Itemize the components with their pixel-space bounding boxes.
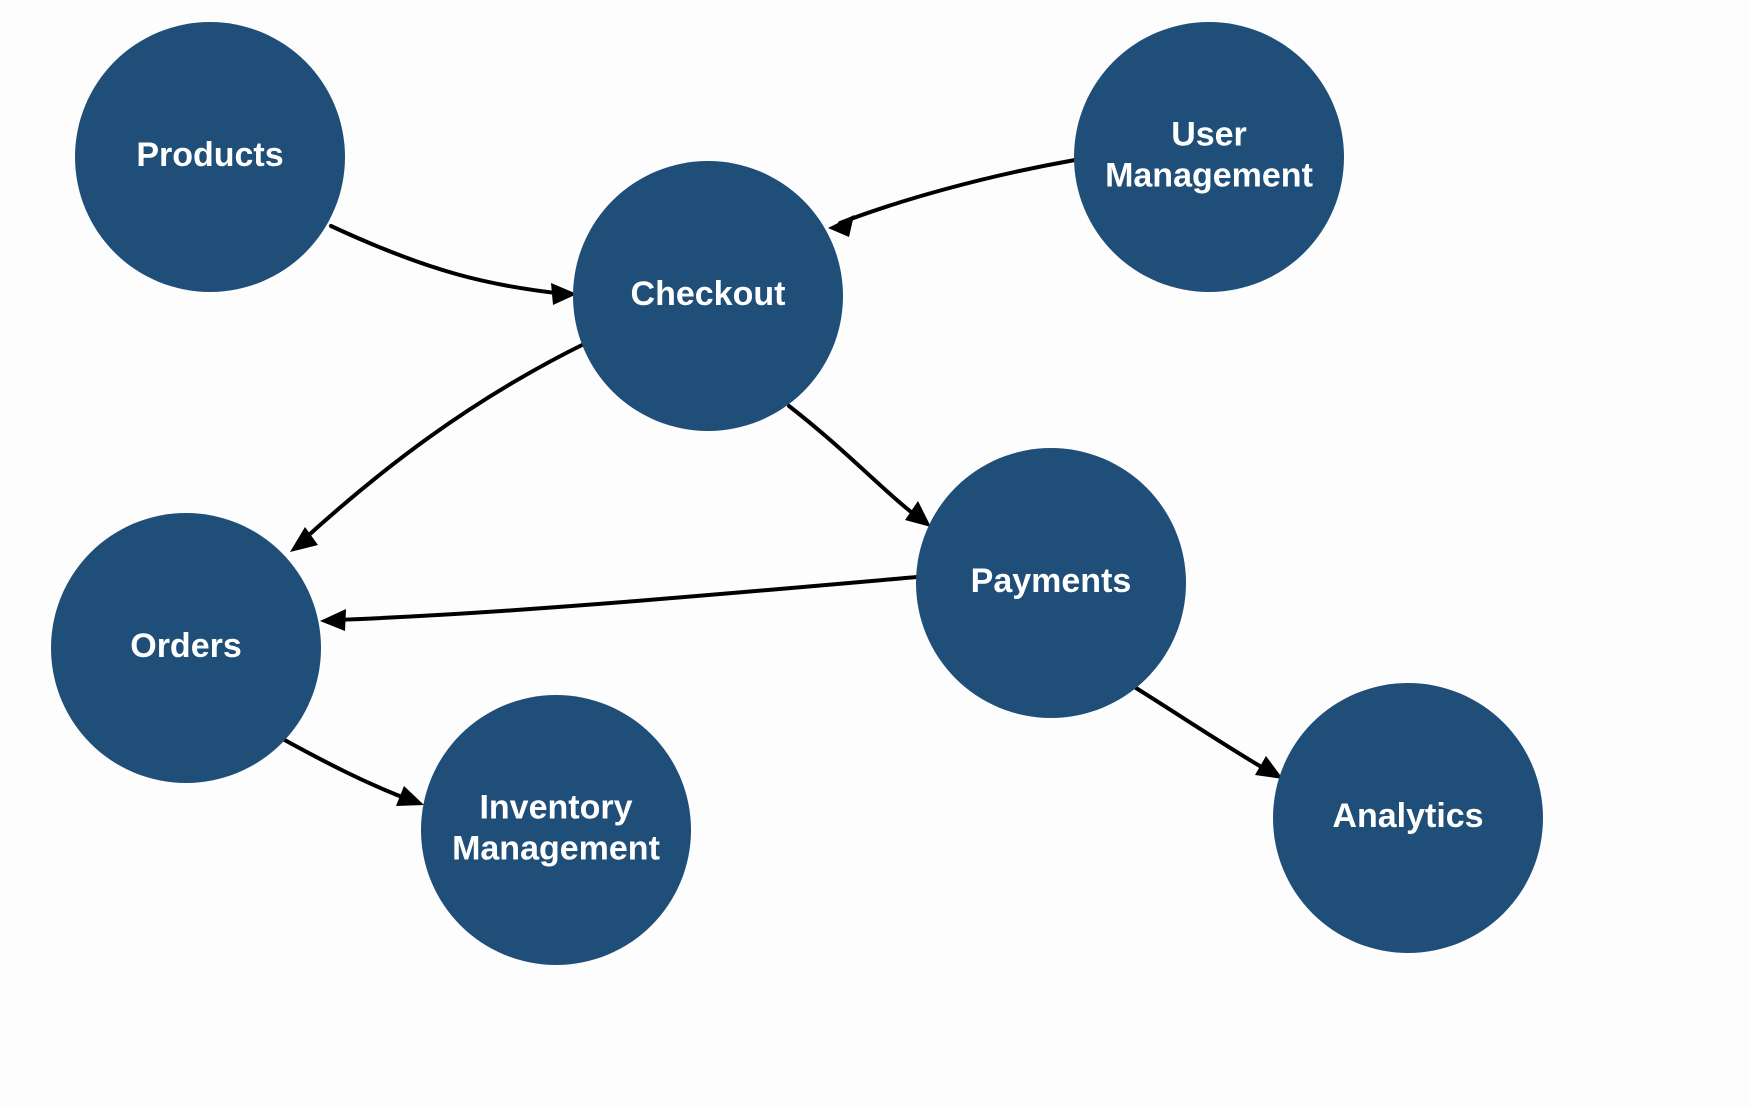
node-circle[interactable] (916, 448, 1186, 718)
node-label: Products (136, 136, 283, 174)
arrowhead-icon (551, 283, 577, 305)
edge-payments-to-analytics (1134, 686, 1283, 779)
node-circle[interactable] (75, 22, 345, 292)
edge-line (838, 158, 1077, 225)
edge-line (298, 341, 588, 545)
node-label: Checkout (631, 275, 786, 313)
edge-line (329, 224, 567, 296)
edge-line (279, 736, 412, 802)
arrowhead-icon (396, 786, 424, 806)
arrowhead-icon (1255, 756, 1283, 779)
node-circle[interactable] (1273, 683, 1543, 953)
edge-line (1134, 686, 1272, 774)
node-label: Orders (130, 627, 242, 665)
edge-line (787, 404, 922, 521)
node-checkout[interactable]: Checkout (573, 161, 843, 431)
edge-line (333, 575, 919, 622)
edge-checkout-to-orders (290, 341, 588, 552)
node-orders[interactable]: Orders (51, 513, 321, 783)
edge-user-management-to-checkout (828, 158, 1077, 237)
edge-checkout-to-payments (787, 404, 931, 527)
edges-layer (279, 158, 1283, 806)
node-analytics[interactable]: Analytics (1273, 683, 1543, 953)
node-products[interactable]: Products (75, 22, 345, 292)
node-label: Payments (971, 562, 1132, 600)
node-label: Analytics (1332, 797, 1483, 835)
node-circle[interactable] (421, 695, 691, 965)
arrowhead-icon (320, 609, 346, 631)
arrowhead-icon (290, 527, 318, 552)
edge-products-to-checkout (329, 224, 577, 305)
node-circle[interactable] (1074, 22, 1344, 292)
node-circle[interactable] (573, 161, 843, 431)
arrowhead-icon (828, 215, 854, 237)
node-payments[interactable]: Payments (916, 448, 1186, 718)
edge-payments-to-orders (320, 575, 919, 631)
edge-orders-to-inventory-management (279, 736, 424, 806)
node-circle[interactable] (51, 513, 321, 783)
arrowhead-icon (905, 501, 931, 527)
